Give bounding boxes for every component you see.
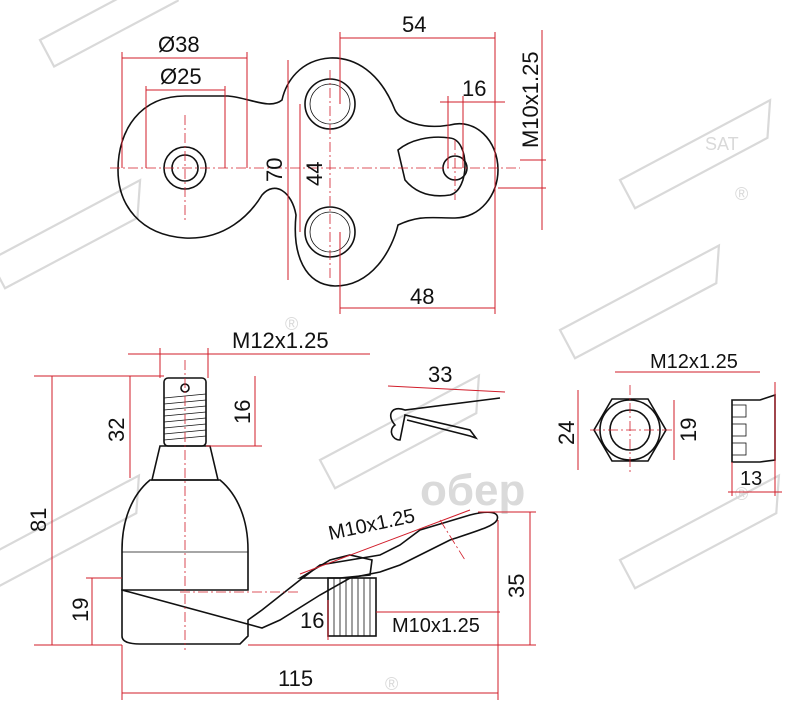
dim-label-arm-thread-bottom: M10x1.25 (392, 615, 480, 637)
flange-outline (117, 57, 499, 287)
castle-nut: M12x1.25 24 19 13 (554, 351, 782, 496)
centerline (439, 519, 466, 561)
cotter-pin: 33 (387, 362, 506, 441)
dim-label-base-height: 19 (68, 598, 93, 622)
nut-slot (731, 442, 747, 456)
dim-label-stud-width: 16 (300, 608, 324, 633)
watermark-logo (0, 178, 142, 290)
nut-slot (731, 423, 747, 437)
dim-label-total-height: 81 (26, 508, 51, 532)
nut-slot (731, 404, 747, 418)
dim-label-thread: M10x1.25 (518, 51, 543, 148)
watermark-logo (618, 473, 781, 590)
watermark-brand: SAT (705, 134, 739, 154)
dim-label-nut-thickness: 13 (740, 468, 762, 490)
dim-label-thread-length: 16 (230, 400, 255, 424)
watermark-registered: ® (735, 484, 748, 504)
cotter-pin-shape (389, 397, 501, 441)
dim-label-total-length: 115 (278, 666, 313, 691)
watermark-registered: ® (385, 674, 398, 694)
bolt-hole-upper (304, 78, 356, 130)
watermark-overlay-brand: oбeр (420, 466, 525, 515)
dim-label-height: 70 (262, 158, 287, 182)
dim-label-nut-thread: M12x1.25 (650, 351, 738, 373)
dim-label-arm-thread-top: M10x1.25 (326, 505, 416, 545)
dim-label-pin-length: 33 (428, 362, 452, 387)
watermark-logo (318, 373, 481, 490)
dim-label-arm-height: 35 (504, 574, 529, 598)
dim-label-nut-inner: 19 (676, 418, 701, 442)
watermark-layer: SAT ® ® ® ® oбeр (0, 0, 781, 694)
dim-line (299, 509, 471, 575)
top-view: Ø38 Ø25 54 16 M10x1.25 70 44 48 (110, 12, 546, 314)
dim-label-stud-length: 32 (104, 418, 129, 442)
dim-label-width: 54 (402, 12, 426, 37)
watermark-logo (38, 0, 183, 68)
dim-label-hole-spacing: 44 (302, 162, 327, 186)
watermark-logo (558, 243, 721, 360)
flange-ear (397, 136, 466, 197)
arm-bolt-thread-lines (333, 578, 371, 636)
dim-label-offset: 48 (410, 284, 434, 309)
side-view: M12x1.25 32 16 81 19 M10x1.25 M10x1.25 1… (26, 328, 536, 700)
boot (121, 479, 249, 591)
dim-label-stud-thread: M12x1.25 (232, 328, 329, 353)
watermark-logo (618, 98, 772, 210)
dim-label-outer-diameter: Ø38 (158, 32, 200, 57)
watermark-registered: ® (285, 314, 298, 334)
dim-label-inner-diameter: Ø25 (160, 64, 202, 89)
watermark-logo (0, 473, 141, 590)
dim-line (387, 385, 506, 393)
watermark-registered: ® (735, 184, 748, 204)
dim-label-bolt-hole: 16 (462, 76, 486, 101)
dim-label-nut-width: 24 (554, 421, 579, 445)
